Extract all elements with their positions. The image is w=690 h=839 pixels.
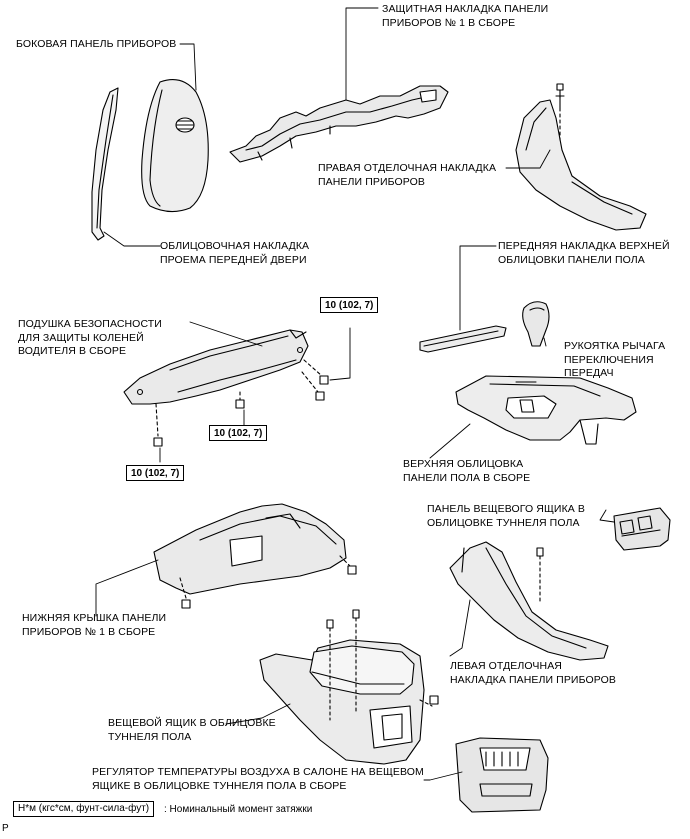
torque-value-box: 10 (102, 7) xyxy=(209,425,268,441)
box-panel-part xyxy=(613,507,671,551)
label-shift-knob: РУКОЯТКА РЫЧАГА ПЕРЕКЛЮЧЕНИЯ ПЕРЕДАЧ xyxy=(564,340,666,379)
right-garnish-screw-icon xyxy=(556,83,564,99)
knee-airbag-part xyxy=(123,329,323,437)
lower-cover-part xyxy=(153,503,351,599)
legend-unit-box: Н*м (кгс*см, фунт-сила-фут) xyxy=(13,801,155,817)
console-box-bolt-icon xyxy=(326,609,439,705)
left-garnish-part xyxy=(449,541,609,661)
label-box-panel: ПАНЕЛЬ ВЕЩЕВОГО ЯЩИКА В ОБЛИЦОВКЕ ТУННЕЛ… xyxy=(427,503,586,529)
label-temp-regulator: РЕГУЛЯТОР ТЕМПЕРАТУРЫ ВОЗДУХА В САЛОНЕ Н… xyxy=(92,766,424,792)
label-door-trim: ОБЛИЦОВОЧНАЯ НАКЛАДКА ПРОЕМА ПЕРЕДНЕЙ ДВ… xyxy=(160,240,310,266)
upper-console-part xyxy=(455,375,637,445)
label-side-panel: БОКОВАЯ ПАНЕЛЬ ПРИБОРОВ xyxy=(16,38,177,50)
lower-cover-screw-icon xyxy=(181,565,357,609)
legend-description: : Номинальный момент затяжки xyxy=(164,804,313,815)
door-opening-trim-part xyxy=(91,87,119,241)
label-console-box: ВЕЩЕВОЙ ЯЩИК В ОБЛИЦОВКЕ ТУННЕЛЯ ПОЛА xyxy=(108,717,276,743)
safety-pad-part xyxy=(229,85,449,163)
label-front-upper-panel: ПЕРЕДНЯЯ НАКЛАДКА ВЕРХНЕЙ ОБЛИЦОВКИ ПАНЕ… xyxy=(498,240,670,266)
console-box-part xyxy=(259,617,433,765)
torque-value-box: 10 (102, 7) xyxy=(126,465,185,481)
front-upper-panel-part xyxy=(419,325,507,353)
side-panel-part xyxy=(141,79,209,213)
torque-value-box: 10 (102, 7) xyxy=(320,297,379,313)
right-garnish-part xyxy=(515,95,647,231)
leader-lines xyxy=(95,7,615,781)
left-garnish-screw-icon xyxy=(536,547,544,557)
label-lower-cover: НИЖНЯЯ КРЫШКА ПАНЕЛИ ПРИБОРОВ № 1 В СБОР… xyxy=(22,612,167,638)
label-knee-airbag: ПОДУШКА БЕЗОПАСНОСТИ ДЛЯ ЗАЩИТЫ КОЛЕНЕЙ … xyxy=(18,318,162,357)
shift-knob-part xyxy=(522,301,550,347)
label-upper-console: ВЕРХНЯЯ ОБЛИЦОВКА ПАНЕЛИ ПОЛА В СБОРЕ xyxy=(403,458,531,484)
label-safety-pad: ЗАЩИТНАЯ НАКЛАДКА ПАНЕЛИ ПРИБОРОВ № 1 В … xyxy=(382,3,549,29)
temp-regulator-part xyxy=(455,737,549,813)
corner-mark: P xyxy=(2,823,9,834)
label-right-garnish: ПРАВАЯ ОТДЕЛОЧНАЯ НАКЛАДКА ПАНЕЛИ ПРИБОР… xyxy=(318,162,497,188)
label-left-garnish: ЛЕВАЯ ОТДЕЛОЧНАЯ НАКЛАДКА ПАНЕЛИ ПРИБОРО… xyxy=(450,660,616,686)
knee-airbag-bolt-icon xyxy=(153,375,329,447)
